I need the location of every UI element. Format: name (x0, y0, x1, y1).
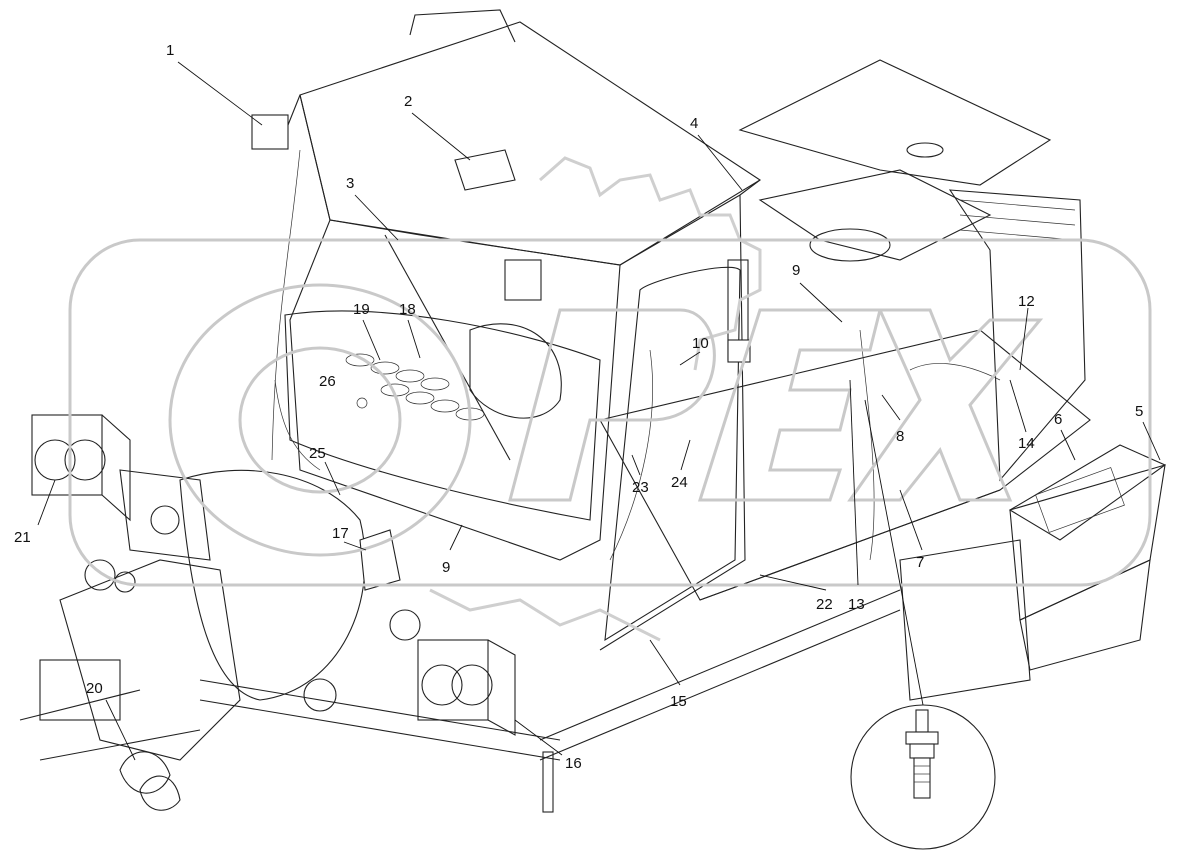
callout-3: 3 (346, 175, 354, 192)
callout-7: 7 (916, 554, 924, 571)
callout-2: 2 (404, 93, 412, 110)
callout-14: 14 (1018, 435, 1035, 452)
callout-13: 13 (848, 596, 865, 613)
callout-25: 25 (309, 445, 326, 462)
callout-5: 5 (1135, 403, 1143, 420)
callout-8: 8 (896, 428, 904, 445)
callout-16: 16 (565, 755, 582, 772)
callout-23: 23 (632, 479, 649, 496)
callout-labels: 1 2 3 4 5 6 7 8 9 9 10 12 13 14 15 16 17… (14, 42, 1143, 772)
callout-26: 26 (319, 373, 336, 390)
callout-1: 1 (166, 42, 174, 59)
callout-9-upper: 9 (792, 262, 800, 279)
callout-12: 12 (1018, 293, 1035, 310)
callout-9-lower: 9 (442, 559, 450, 576)
callout-4: 4 (690, 115, 698, 132)
callout-21: 21 (14, 529, 31, 546)
machine-drawing (19, 9, 1167, 850)
callout-18: 18 (399, 301, 416, 318)
callout-17: 17 (332, 525, 349, 542)
callout-24: 24 (671, 474, 688, 491)
leader-lines (37, 61, 1161, 761)
callout-10: 10 (692, 335, 709, 352)
callout-19: 19 (353, 301, 370, 318)
callout-22: 22 (816, 596, 833, 613)
callout-6: 6 (1054, 411, 1062, 428)
callout-20: 20 (86, 680, 103, 697)
callout-15: 15 (670, 693, 687, 710)
